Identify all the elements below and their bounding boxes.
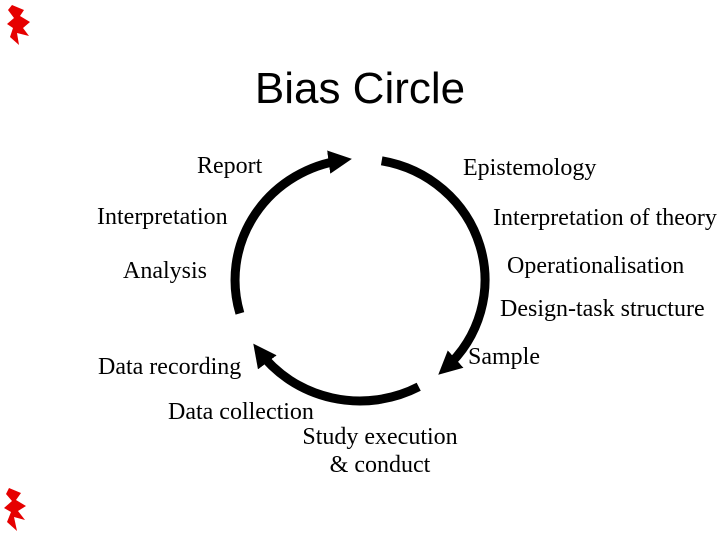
red-corner-mark-top-left bbox=[7, 5, 30, 45]
label-study-execution-line1: Study execution bbox=[302, 424, 458, 450]
label-interpretation-of-theory: Interpretation of theory bbox=[493, 205, 717, 231]
cycle-arc-bottom bbox=[253, 343, 421, 406]
label-design-task-structure: Design-task structure bbox=[500, 296, 705, 322]
label-operationalisation: Operationalisation bbox=[507, 253, 685, 279]
label-epistemology: Epistemology bbox=[463, 155, 597, 181]
label-analysis: Analysis bbox=[123, 258, 207, 284]
label-data-recording: Data recording bbox=[98, 354, 242, 380]
label-interpretation: Interpretation bbox=[97, 204, 228, 230]
label-report: Report bbox=[197, 153, 263, 179]
label-data-collection: Data collection bbox=[168, 399, 314, 425]
red-corner-mark-bottom-left bbox=[4, 488, 26, 531]
label-sample: Sample bbox=[468, 344, 540, 370]
cycle-arc-right bbox=[380, 156, 490, 375]
cycle-arc-left bbox=[230, 150, 352, 315]
label-study-execution-line2: & conduct bbox=[329, 452, 431, 478]
slide-title: Bias Circle bbox=[254, 64, 466, 113]
